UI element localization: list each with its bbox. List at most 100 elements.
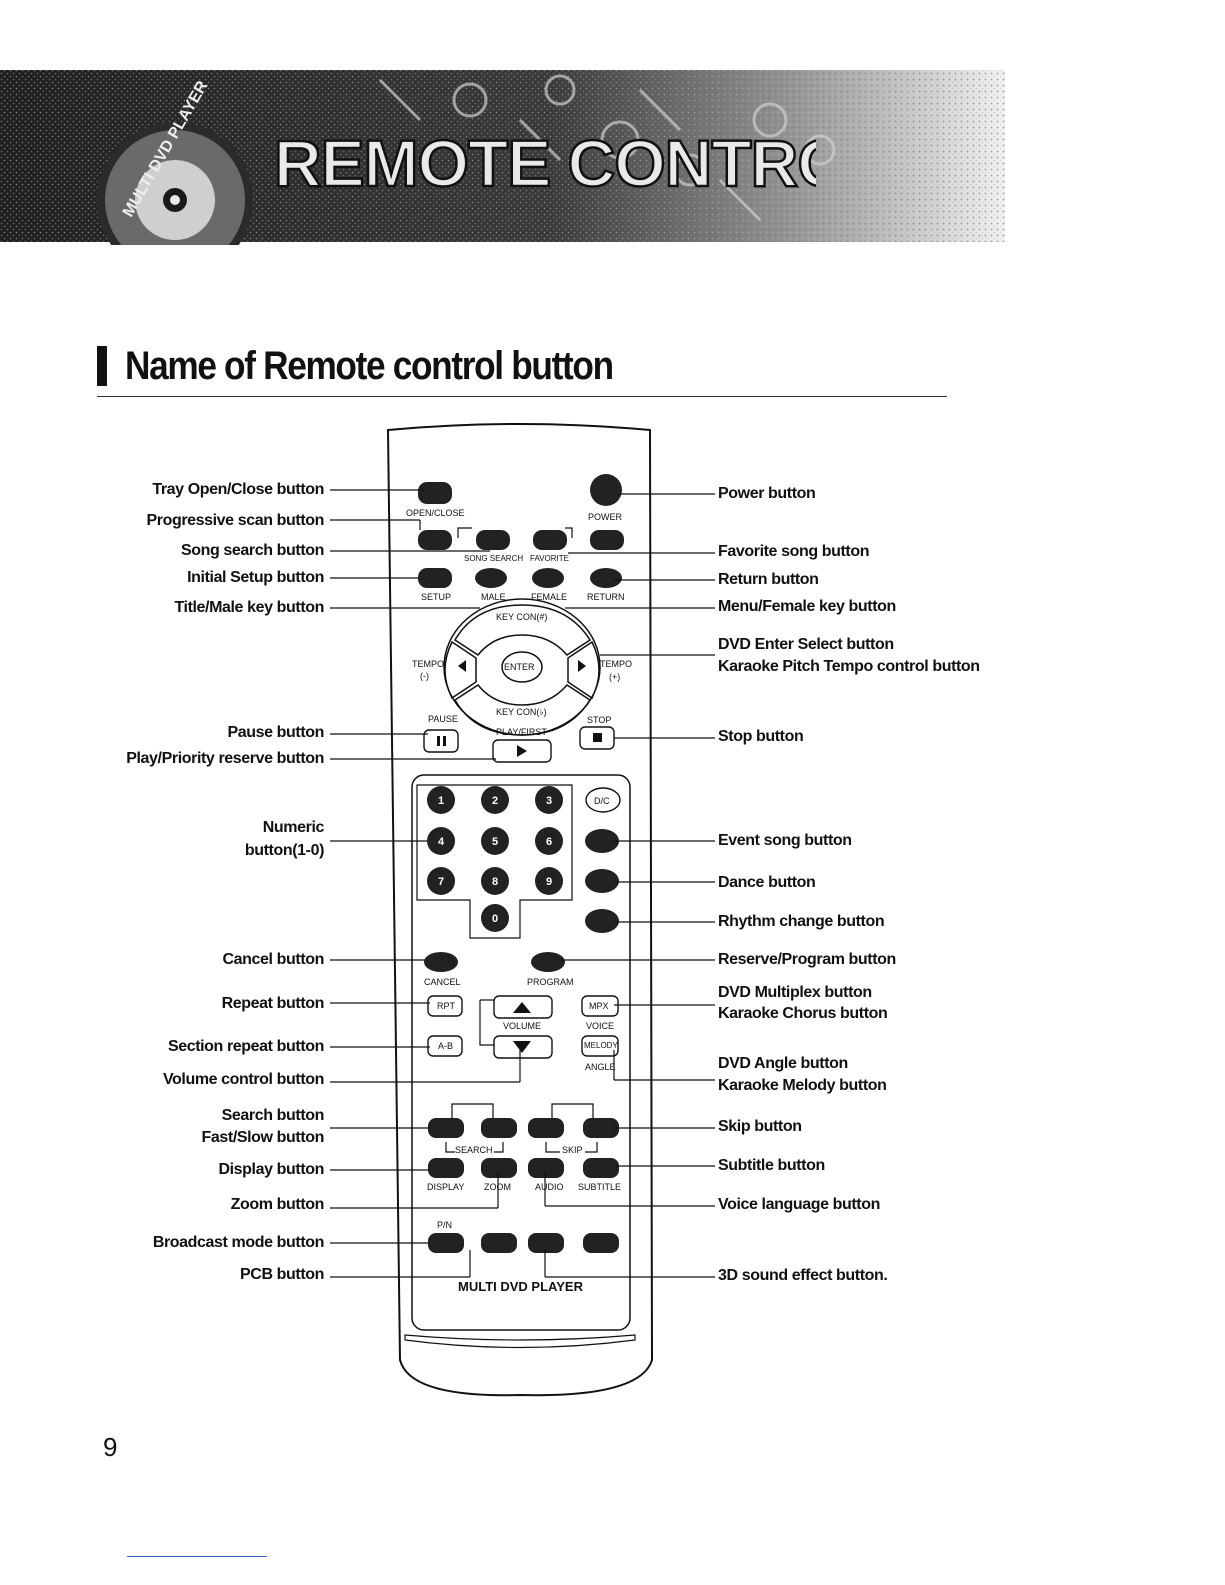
arrow-right-icon: [578, 660, 586, 672]
label-search: Search button: [221, 1107, 325, 1124]
label-volume-control: Volume control button: [162, 1071, 324, 1088]
open-close-button-shape: [418, 482, 452, 504]
key-9: 9: [546, 876, 552, 888]
rc-pn: P/N: [437, 1220, 453, 1230]
label-numeric-range: button(1-0): [244, 842, 325, 859]
rc-key-con-up: KEY CON(#): [496, 612, 548, 622]
key-0: 0: [492, 913, 498, 925]
label-dance: Dance button: [718, 874, 816, 891]
label-play-priority: Play/Priority reserve button: [126, 750, 324, 767]
label-section-repeat: Section repeat button: [167, 1038, 324, 1055]
label-power: Power button: [718, 485, 816, 502]
label-dvd-enter: DVD Enter Select button: [718, 636, 894, 653]
label-dvd-angle: DVD Angle button: [718, 1055, 848, 1072]
label-rhythm-change: Rhythm change button: [718, 913, 885, 930]
dc-button-shape: [585, 787, 621, 813]
label-cancel: Cancel button: [222, 951, 325, 968]
label-3d-sound: 3D sound effect button.: [718, 1267, 888, 1284]
pause-button-shape: [423, 729, 459, 753]
label-repeat: Repeat button: [221, 995, 325, 1012]
label-progressive-scan: Progressive scan button: [146, 512, 324, 529]
power-button-shape: [590, 474, 622, 506]
banner-title: REMOTE CONTROL: [273, 125, 816, 202]
rc-enter[interactable]: ENTER: [504, 662, 535, 672]
label-karaoke-chorus: Karaoke Chorus button: [718, 1005, 888, 1022]
song-search-button-shape: [476, 530, 510, 550]
title-rule: [97, 396, 947, 397]
rc-return: RETURN: [587, 592, 625, 602]
rc-volume: VOLUME: [503, 1021, 542, 1031]
nav-cluster: [443, 598, 601, 736]
volume-up-icon: [513, 1002, 531, 1013]
dance-shape: [585, 869, 619, 893]
rc-ab[interactable]: A-B: [438, 1041, 454, 1051]
label-karaoke-melody: Karaoke Melody button: [718, 1077, 887, 1094]
rc-zoom: ZOOM: [484, 1182, 511, 1192]
return-button-shape: [590, 568, 622, 588]
mpx-button-shape: [581, 995, 619, 1017]
rc-melody[interactable]: MELODY: [584, 1041, 618, 1050]
cancel-shape: [424, 952, 458, 972]
label-skip: Skip button: [718, 1118, 802, 1135]
section-title-text: Name of Remote control button: [125, 343, 614, 388]
label-reserve-program: Reserve/Program button: [718, 951, 896, 968]
label-zoom: Zoom button: [230, 1196, 325, 1213]
label-subtitle: Subtitle button: [718, 1157, 825, 1174]
footer-line: [127, 1556, 267, 1557]
event-song-shape: [585, 829, 619, 853]
rc-dc[interactable]: D/C: [594, 796, 610, 806]
play-icon: [517, 745, 527, 757]
key-3: 3: [546, 795, 552, 807]
rc-brand: MULTI DVD PLAYER: [458, 1279, 583, 1294]
label-favorite-song: Favorite song button: [718, 543, 870, 560]
key-8: 8: [492, 876, 498, 888]
program-shape: [531, 952, 565, 972]
title-marker: [97, 346, 107, 386]
rc-display: DISPLAY: [427, 1182, 465, 1192]
label-event-song: Event song button: [718, 832, 852, 849]
section-title: Name of Remote control button: [97, 336, 679, 396]
rc-audio: AUDIO: [535, 1182, 564, 1192]
rc-male: MALE: [481, 592, 506, 602]
key-2: 2: [492, 795, 498, 807]
svg-text:REMOTE CONTROL: REMOTE CONTROL: [274, 126, 816, 200]
label-numeric: Numeric: [262, 819, 325, 836]
label-tray-open-close: Tray Open/Close button: [152, 481, 324, 498]
key-5: 5: [492, 836, 498, 848]
arrow-left-icon: [458, 660, 466, 672]
volume-down-icon: [513, 1041, 531, 1053]
rc-key-con-down: KEY CON(♭): [496, 707, 547, 717]
rc-female: FEMALE: [531, 592, 568, 602]
setup-button-shape: [418, 568, 452, 588]
numeric-keys: [427, 786, 563, 932]
rc-tempo-minus-sign: (-): [420, 671, 429, 681]
label-pause: Pause button: [227, 724, 324, 741]
page-number: 9: [103, 1432, 118, 1462]
rc-cancel: CANCEL: [424, 977, 461, 987]
rc-power: POWER: [588, 512, 623, 522]
male-button-shape: [475, 568, 507, 588]
rc-subtitle: SUBTITLE: [578, 1182, 622, 1192]
rc-pause: PAUSE: [428, 714, 458, 724]
rc-search: SEARCH: [455, 1145, 493, 1155]
rc-setup: SETUP: [421, 592, 452, 602]
key-1: 1: [438, 795, 444, 807]
female-button-shape: [532, 568, 564, 588]
header-banner: MULTI DVD PLAYER: [0, 60, 1005, 245]
key-4: 4: [438, 836, 445, 848]
label-display: Display button: [218, 1161, 324, 1178]
rc-skip: SKIP: [562, 1145, 583, 1155]
rc-tempo-plus-sign: (+): [609, 672, 621, 682]
rc-mpx[interactable]: MPX: [589, 1001, 609, 1011]
rc-tempo-plus: TEMPO: [600, 659, 633, 669]
ab-button-shape: [427, 1035, 463, 1057]
rc-angle: ANGLE: [585, 1062, 616, 1072]
pause-icon: [437, 736, 440, 746]
stop-icon: [593, 733, 602, 742]
label-fast-slow: Fast/Slow button: [201, 1129, 325, 1146]
key-7: 7: [438, 876, 444, 888]
label-title-male: Title/Male key button: [174, 599, 324, 616]
rc-rpt[interactable]: RPT: [437, 1001, 455, 1011]
rc-favorite: FAVORITE: [530, 554, 569, 563]
